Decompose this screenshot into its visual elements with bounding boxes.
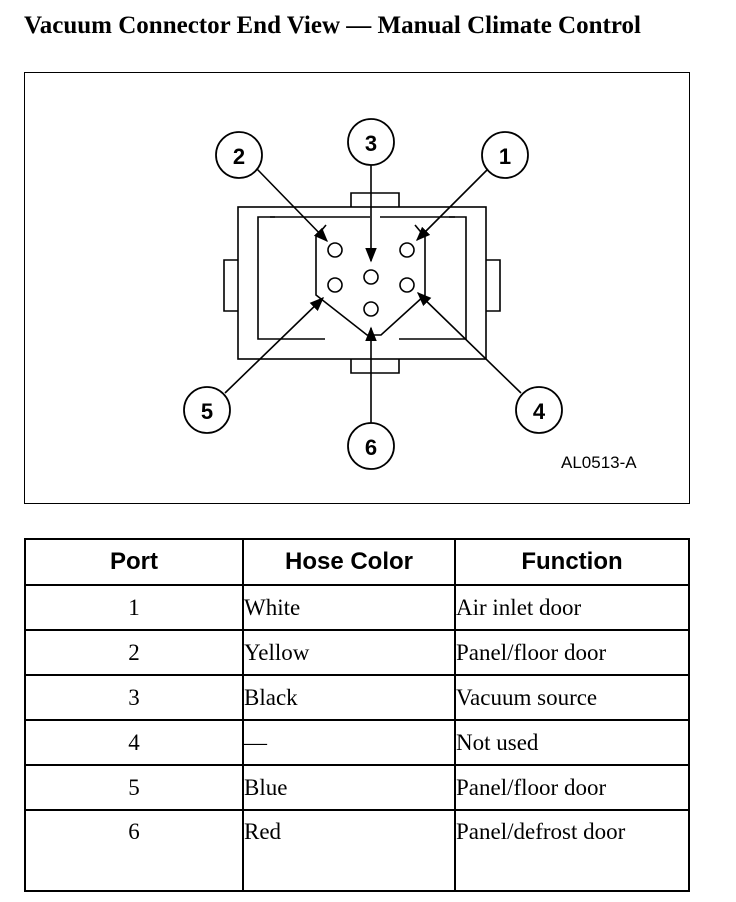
leader-lines: [224, 161, 522, 423]
callout-label-3: 3: [365, 131, 377, 156]
cell-function: Panel/floor door: [454, 629, 690, 676]
figure-code: AL0513-A: [561, 453, 637, 472]
callout-label-4: 4: [533, 399, 546, 424]
cell-port: 5: [24, 764, 244, 811]
header-function: Function: [454, 538, 690, 586]
header-port: Port: [24, 538, 244, 586]
port-table: Port Hose Color Function 1 White Air inl…: [24, 538, 690, 892]
table-row: 3 Black Vacuum source: [24, 674, 690, 721]
connector-drawing: 2 3 1 5 6 4: [183, 118, 563, 470]
connector-diagram: 2 3 1 5 6 4 AL0513-A: [24, 72, 690, 504]
port-holes: [327, 242, 415, 317]
cell-hose-color: Blue: [242, 764, 456, 811]
cell-port: 4: [24, 719, 244, 766]
callout-3: 3: [347, 118, 395, 166]
callout-6: 6: [347, 422, 395, 470]
cell-function: Not used: [454, 719, 690, 766]
table-row: 4 — Not used: [24, 719, 690, 766]
cell-hose-color: —: [242, 719, 456, 766]
cell-function: Vacuum source: [454, 674, 690, 721]
cell-hose-color: Black: [242, 674, 456, 721]
page-title: Vacuum Connector End View — Manual Clima…: [24, 12, 641, 39]
table-row: 2 Yellow Panel/floor door: [24, 629, 690, 676]
table-row: 1 White Air inlet door: [24, 584, 690, 631]
callout-5: 5: [183, 386, 231, 434]
table-row: 6 Red Panel/defrost door: [24, 809, 690, 892]
cell-function: Panel/defrost door: [454, 809, 690, 892]
callout-2: 2: [215, 131, 263, 179]
callout-1: 1: [481, 131, 529, 179]
cell-port: 2: [24, 629, 244, 676]
callout-circles: 2 3 1 5 6 4: [183, 118, 563, 470]
cell-function: Air inlet door: [454, 584, 690, 631]
callout-label-1: 1: [499, 144, 511, 169]
cell-port: 3: [24, 674, 244, 721]
cell-hose-color: Red: [242, 809, 456, 892]
cell-function: Panel/floor door: [454, 764, 690, 811]
callout-4: 4: [515, 386, 563, 434]
table-row: 5 Blue Panel/floor door: [24, 764, 690, 811]
callout-label-2: 2: [233, 144, 245, 169]
cell-port: 6: [24, 809, 244, 892]
header-hose-color: Hose Color: [242, 538, 456, 586]
callout-label-6: 6: [365, 435, 377, 460]
cell-port: 1: [24, 584, 244, 631]
connector-body: [223, 192, 501, 374]
callout-label-5: 5: [201, 399, 213, 424]
cell-hose-color: White: [242, 584, 456, 631]
table-header-row: Port Hose Color Function: [24, 538, 690, 586]
cell-hose-color: Yellow: [242, 629, 456, 676]
